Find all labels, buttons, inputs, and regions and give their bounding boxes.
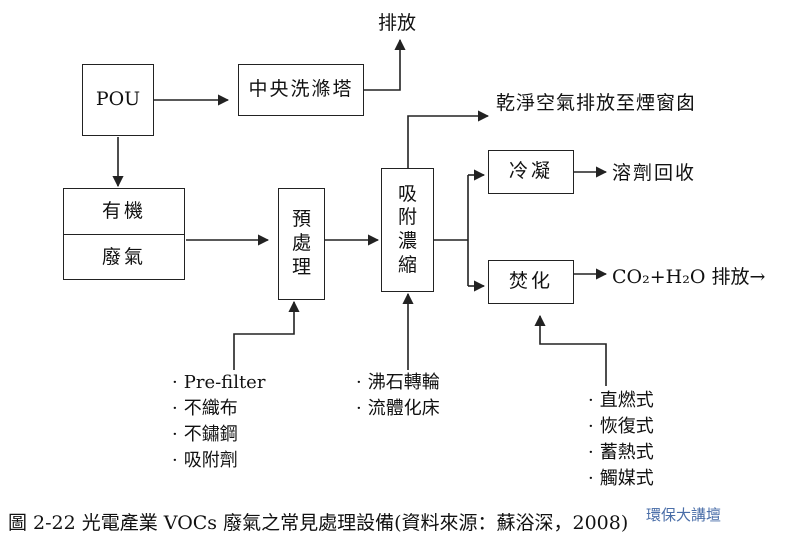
node-organic-line1: 有機 <box>64 189 184 235</box>
list-item: 流體化床 <box>356 396 440 422</box>
label-clean-air: 乾淨空氣排放至煙窗囱 <box>496 92 697 114</box>
node-incinerate: 焚化 <box>488 260 574 304</box>
list-item: 直燃式 <box>588 388 654 414</box>
list-prefilter: Pre-filter 不織布 不鏽鋼 吸附劑 <box>172 370 266 474</box>
node-adsorb-char: 濃 <box>397 230 417 252</box>
node-adsorb-char: 附 <box>397 206 417 229</box>
arrow-inciner-types <box>534 314 607 386</box>
node-pretreat-char: 預 <box>291 208 311 231</box>
arrow-scrubber-exhaust <box>364 38 406 91</box>
list-item: 不織布 <box>172 396 265 422</box>
node-central-scrubber: 中央洗滌塔 <box>238 64 364 116</box>
arrow-prefilter-pretreat <box>233 300 300 370</box>
list-incin-types: 直燃式 恢復式 蓄熱式 觸媒式 <box>588 388 654 492</box>
list-item: 沸石轉輪 <box>356 370 440 396</box>
watermark: 環保大講壇 <box>646 506 722 524</box>
label-co2-exhaust: CO₂+H₂O 排放→ <box>612 266 766 288</box>
node-organic-gas: 有機 廢氣 <box>63 188 185 280</box>
node-pretreat-char: 處 <box>291 232 311 255</box>
node-central-scrubber-label: 中央洗滌塔 <box>248 78 354 101</box>
node-pou-label: POU <box>95 88 141 111</box>
node-adsorb-char: 縮 <box>397 253 417 276</box>
arrow-adsorb-clean <box>407 110 490 168</box>
node-adsorb-char: 吸 <box>397 182 417 205</box>
node-incinerate-label: 焚化 <box>508 270 553 293</box>
label-exhaust-top: 排放 <box>378 12 417 34</box>
node-condense-label: 冷凝 <box>508 160 553 183</box>
node-condense: 冷凝 <box>488 150 574 194</box>
node-pou: POU <box>82 64 154 136</box>
list-adsorb-types: 沸石轉輪 流體化床 <box>356 370 440 422</box>
figure-caption: 圖 2-22 光電產業 VOCs 廢氣之常見處理設備(資料來源：蘇浴深，2008… <box>8 512 629 534</box>
node-adsorb: 吸 附 濃 縮 <box>381 168 434 292</box>
list-item: Pre-filter <box>172 370 266 396</box>
list-item: 蓄熱式 <box>588 440 654 466</box>
node-organic-line2: 廢氣 <box>101 245 146 268</box>
list-item: 觸媒式 <box>588 466 654 492</box>
list-item: 恢復式 <box>588 414 654 440</box>
label-solvent-recovery: 溶劑回收 <box>612 162 697 184</box>
list-item: 不鏽鋼 <box>172 422 265 448</box>
list-item: 吸附劑 <box>172 448 265 474</box>
node-pretreat: 預 處 理 <box>278 188 325 300</box>
node-pretreat-char: 理 <box>291 255 311 278</box>
